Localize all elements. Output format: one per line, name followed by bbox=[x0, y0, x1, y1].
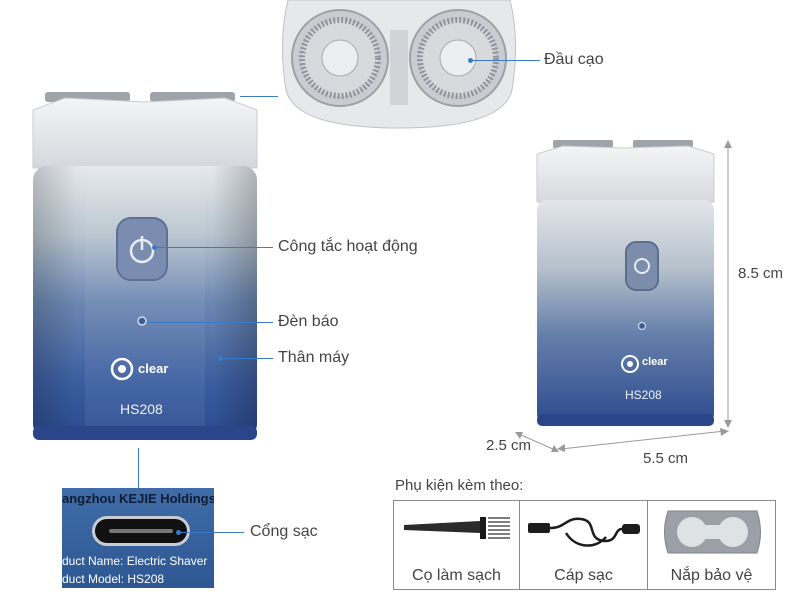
dimension-brand-text: clear bbox=[642, 356, 668, 368]
shaver-illustration bbox=[32, 92, 258, 440]
model-text: HS208 bbox=[120, 401, 163, 417]
port-closeup-top-text: angzhou KEJIE Holdings C bbox=[62, 491, 214, 506]
dimension-shaver-illustration bbox=[536, 140, 715, 426]
dimension-model-text: HS208 bbox=[625, 388, 662, 402]
head-connector-line bbox=[240, 96, 278, 97]
switch-pointer-dot bbox=[152, 245, 157, 250]
accessory-label-cable: Cáp sạc bbox=[554, 567, 613, 584]
accessory-protective-cap: Nắp bảo vệ bbox=[647, 500, 776, 590]
height-dimension-label: 8.5 cm bbox=[738, 265, 784, 282]
depth-dimension-label: 2.5 cm bbox=[486, 437, 532, 454]
usb-c-port bbox=[92, 516, 190, 546]
cleaning-brush-icon bbox=[404, 517, 510, 539]
accessory-label-brush: Cọ làm sạch bbox=[412, 567, 501, 584]
label-body: Thân máy bbox=[278, 349, 350, 366]
label-charging-port: Cổng sạc bbox=[250, 523, 318, 540]
shaver-head-illustration bbox=[281, 0, 517, 129]
port-connector-line bbox=[138, 448, 139, 488]
port-pointer-line bbox=[179, 532, 244, 533]
depth-dimension-arrow bbox=[515, 432, 559, 452]
port-pointer-dot bbox=[176, 530, 181, 535]
charging-port-closeup: angzhou KEJIE Holdings C duct Name: Elec… bbox=[62, 488, 214, 588]
shaver-head-closeup bbox=[278, 0, 520, 133]
width-dimension-label: 5.5 cm bbox=[643, 450, 689, 467]
protective-cap-icon bbox=[664, 510, 761, 554]
port-closeup-line1: duct Name: Electric Shaver bbox=[62, 554, 208, 568]
accessory-label-cap: Nắp bảo vệ bbox=[670, 567, 753, 584]
label-shaver-head: Đầu cạo bbox=[544, 51, 604, 68]
head-pointer-line bbox=[470, 60, 540, 61]
accessory-cleaning-brush: Cọ làm sạch bbox=[393, 500, 520, 590]
body-pointer-line bbox=[221, 358, 273, 359]
charging-cable-icon bbox=[528, 517, 640, 547]
label-indicator-light: Đèn báo bbox=[278, 313, 339, 330]
port-closeup-line2: duct Model: HS208 bbox=[62, 572, 165, 586]
switch-pointer-line bbox=[155, 247, 273, 248]
accessories-title: Phụ kiện kèm theo: bbox=[395, 477, 524, 494]
accessory-charging-cable: Cáp sạc bbox=[519, 500, 648, 590]
label-power-switch: Công tắc hoạt động bbox=[278, 238, 418, 255]
main-shaver-image: clear HS208 bbox=[25, 88, 265, 448]
indicator-pointer-line bbox=[148, 322, 273, 323]
height-dimension-arrow bbox=[724, 140, 732, 428]
width-dimension-arrow bbox=[557, 428, 729, 452]
dimension-shaver-image: clear HS208 bbox=[533, 138, 718, 430]
body-pointer-dot bbox=[218, 356, 223, 361]
brand-logo-text: clear bbox=[138, 361, 169, 376]
